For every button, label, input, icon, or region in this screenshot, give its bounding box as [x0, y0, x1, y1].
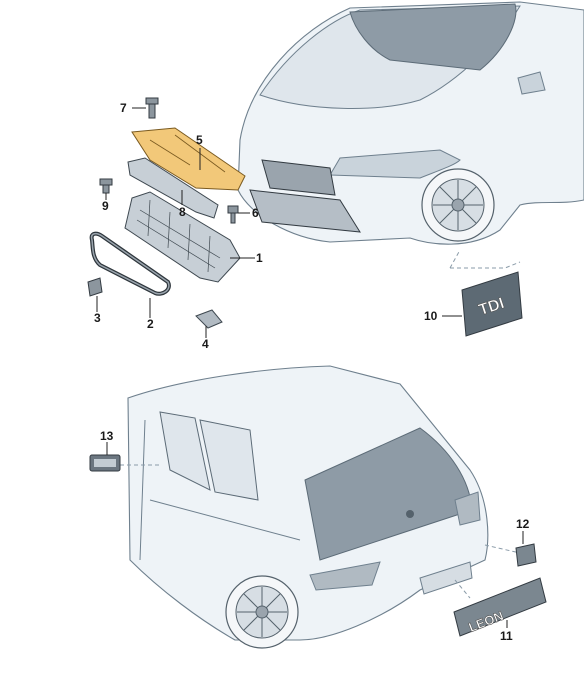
part-7-rivet[interactable] — [145, 97, 159, 119]
tdi-leader-dash — [450, 261, 521, 269]
callout-13: 13 — [100, 429, 114, 443]
badge11-leader-dash — [454, 579, 471, 599]
callout-4: 4 — [202, 337, 209, 351]
part-10-tdi-badge[interactable]: TDI — [461, 271, 523, 337]
callout-11: 11 — [500, 629, 513, 643]
callout-3: 3 — [94, 311, 101, 325]
callout-9: 9 — [102, 199, 109, 213]
callout-2: 2 — [147, 317, 154, 331]
part-3-clip[interactable] — [87, 277, 103, 297]
part-1-grille[interactable] — [124, 191, 241, 283]
part-12-fr-badge[interactable] — [515, 543, 537, 567]
callout-10: 10 — [424, 309, 438, 323]
tdi-leader-dash-2 — [449, 249, 461, 269]
callout-8: 8 — [179, 205, 186, 219]
part-13-side-badge[interactable] — [89, 454, 121, 472]
callout-1: 1 — [256, 251, 263, 265]
rear-car-illustration — [127, 365, 489, 649]
part-11-leon-badge[interactable]: LEON — [453, 577, 547, 637]
callout-6: 6 — [252, 206, 259, 220]
part-4-fr-badge[interactable] — [195, 309, 223, 329]
part-6-screw[interactable] — [227, 205, 239, 224]
badge12-leader-dash — [484, 544, 521, 554]
part-8-bracket[interactable] — [127, 157, 219, 219]
leader-lines — [96, 107, 524, 628]
part-9-clip[interactable] — [99, 178, 113, 194]
callout-12: 12 — [516, 517, 530, 531]
callout-7: 7 — [120, 101, 127, 115]
front-car-illustration — [237, 1, 584, 245]
callout-labels: 1 2 3 4 5 6 7 8 9 10 11 12 13 — [94, 101, 530, 643]
callout-5: 5 — [196, 133, 203, 147]
part-5-air-guide[interactable] — [131, 127, 246, 191]
